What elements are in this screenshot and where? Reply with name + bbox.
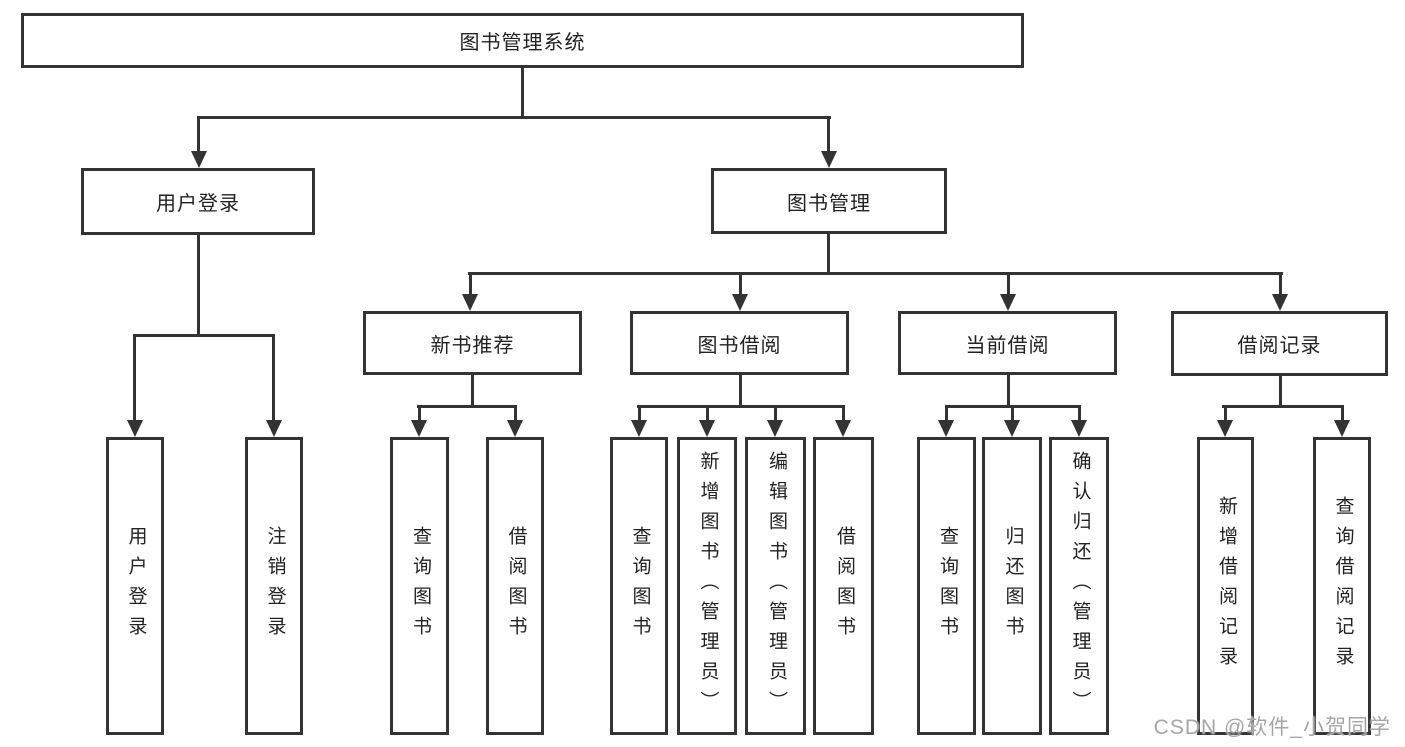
connector <box>842 405 845 422</box>
arrow-down-icon <box>767 420 783 437</box>
connector <box>1078 405 1081 422</box>
connector <box>197 116 200 153</box>
node-root-label: 图书管理系统 <box>459 32 586 54</box>
leaf-query-books-3-label: 查询图书 <box>936 526 958 646</box>
connector <box>945 405 948 422</box>
leaf-query-books-3: 查询图书 <box>917 437 976 735</box>
arrow-down-icon <box>821 151 837 168</box>
connector <box>827 116 830 153</box>
leaf-add-borrow-record-label: 新增借阅记录 <box>1215 496 1237 676</box>
leaf-add-borrow-record: 新增借阅记录 <box>1197 437 1254 735</box>
connector <box>739 272 742 296</box>
leaf-return-books: 归还图书 <box>982 437 1042 735</box>
arrow-down-icon <box>631 420 647 437</box>
leaf-query-books-1-label: 查询图书 <box>409 526 431 646</box>
connector <box>1279 272 1282 296</box>
leaf-query-books-1: 查询图书 <box>390 437 449 735</box>
connector <box>469 272 472 296</box>
node-root: 图书管理系统 <box>21 13 1024 68</box>
arrow-down-icon <box>938 420 954 437</box>
connector <box>197 233 200 337</box>
connector <box>1279 374 1282 408</box>
connector <box>1222 405 1344 408</box>
leaf-user-login: 用户登录 <box>106 437 164 735</box>
leaf-logout: 注销登录 <box>245 437 303 735</box>
arrow-down-icon <box>835 420 851 437</box>
arrow-down-icon <box>732 294 748 311</box>
arrow-down-icon <box>1272 294 1288 311</box>
leaf-add-books-admin: 新增图书（管理员） <box>677 437 737 735</box>
connector <box>514 405 517 422</box>
connector <box>1011 405 1014 422</box>
connector <box>1224 405 1227 422</box>
arrow-down-icon <box>699 420 715 437</box>
node-borrow-record-label: 借阅记录 <box>1237 335 1322 357</box>
leaf-borrow-books-1: 借阅图书 <box>486 437 544 735</box>
leaf-logout-label: 注销登录 <box>264 526 286 646</box>
arrow-down-icon <box>1000 294 1016 311</box>
node-borrow-record: 借阅记录 <box>1171 311 1388 376</box>
connector <box>471 374 474 408</box>
connector <box>638 405 641 422</box>
node-user-login-label: 用户登录 <box>156 193 240 215</box>
arrow-down-icon <box>1217 420 1233 437</box>
connector <box>1007 374 1010 408</box>
leaf-return-books-label: 归还图书 <box>1002 526 1024 646</box>
leaf-borrow-books-1-label: 借阅图书 <box>505 526 527 646</box>
node-user-login: 用户登录 <box>81 168 315 235</box>
leaf-confirm-return-admin-label: 确认归还（管理员） <box>1069 451 1091 721</box>
leaf-edit-books-admin-label: 编辑图书（管理员） <box>765 451 787 721</box>
connector <box>706 405 709 422</box>
leaf-query-borrow-record-label: 查询借阅记录 <box>1332 496 1354 676</box>
connector <box>468 272 1283 275</box>
node-new-book-recommend-label: 新书推荐 <box>430 334 515 357</box>
node-book-management: 图书管理 <box>711 168 947 234</box>
arrow-down-icon <box>191 151 207 168</box>
connector <box>774 405 777 422</box>
connector <box>1007 272 1010 296</box>
leaf-query-borrow-record: 查询借阅记录 <box>1313 437 1371 735</box>
arrow-down-icon <box>411 420 427 437</box>
connector <box>1341 405 1344 422</box>
arrow-down-icon <box>266 420 282 437</box>
node-book-borrow: 图书借阅 <box>630 311 849 375</box>
connector <box>637 405 845 408</box>
leaf-query-books-2: 查询图书 <box>610 437 668 735</box>
arrow-down-icon <box>1334 420 1350 437</box>
arrow-down-icon <box>462 294 478 311</box>
leaf-confirm-return-admin: 确认归还（管理员） <box>1049 437 1109 735</box>
arrow-down-icon <box>1071 420 1087 437</box>
connector <box>197 116 831 119</box>
leaf-add-books-admin-label: 新增图书（管理员） <box>697 451 719 721</box>
arrow-down-icon <box>1004 420 1020 437</box>
connector <box>521 66 524 118</box>
arrow-down-icon <box>507 420 523 437</box>
arrow-down-icon <box>127 420 143 437</box>
leaf-borrow-books-2: 借阅图书 <box>813 437 874 735</box>
connector <box>418 405 421 422</box>
node-current-borrow: 当前借阅 <box>898 311 1117 375</box>
leaf-edit-books-admin: 编辑图书（管理员） <box>745 437 806 735</box>
connector <box>272 334 275 420</box>
leaf-user-login-label: 用户登录 <box>125 526 147 646</box>
connector <box>417 405 517 408</box>
connector <box>739 374 742 408</box>
leaf-query-books-2-label: 查询图书 <box>629 526 651 646</box>
connector <box>133 334 275 337</box>
connector <box>827 232 830 275</box>
node-new-book-recommend: 新书推荐 <box>363 311 582 375</box>
leaf-borrow-books-2-label: 借阅图书 <box>833 526 855 646</box>
node-current-borrow-label: 当前借阅 <box>965 334 1050 357</box>
watermark: CSDN @软件_小贺同学 <box>1153 716 1391 739</box>
node-book-borrow-label: 图书借阅 <box>697 334 782 357</box>
node-book-management-label: 图书管理 <box>787 192 871 215</box>
connector <box>133 334 136 420</box>
